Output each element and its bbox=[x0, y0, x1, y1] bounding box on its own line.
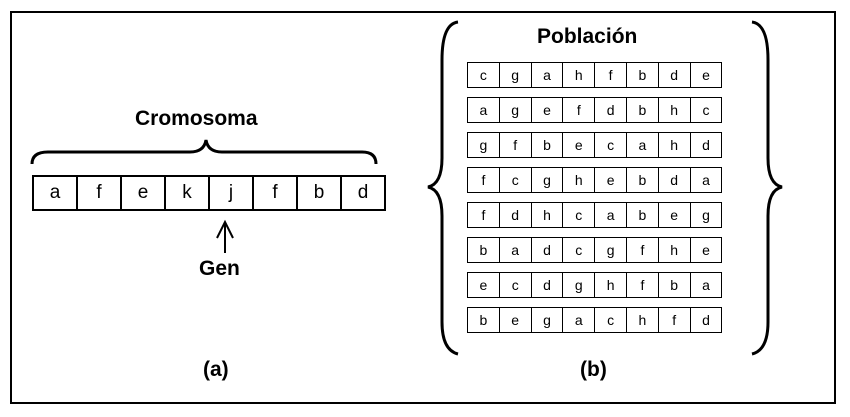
population-gene-cell: e bbox=[658, 202, 691, 228]
population-gene-cell: d bbox=[658, 167, 691, 193]
population-gene-cell: a bbox=[468, 97, 500, 123]
gene-label: Gen bbox=[199, 257, 240, 280]
population-gene-cell: a bbox=[690, 272, 723, 298]
population-gene-cell: e bbox=[468, 272, 500, 298]
gene-cell: b bbox=[298, 175, 342, 211]
population-gene-cell: c bbox=[595, 307, 627, 333]
population-gene-cell: h bbox=[658, 97, 691, 123]
gene-cell: f bbox=[78, 175, 122, 211]
population-gene-cell: e bbox=[690, 62, 723, 88]
population-gene-cell: b bbox=[468, 307, 500, 333]
gene-cell: k bbox=[166, 175, 210, 211]
population-gene-cell: h bbox=[658, 132, 691, 158]
population-gene-cell: e bbox=[499, 307, 532, 333]
chromosome: a f e k j f b d bbox=[32, 175, 386, 211]
population-gene-cell: h bbox=[563, 167, 596, 193]
population-gene-cell: b bbox=[531, 132, 564, 158]
population-gene-cell: e bbox=[690, 237, 723, 263]
figure-frame bbox=[10, 11, 836, 404]
population-title: Población bbox=[537, 25, 638, 48]
population-gene-cell: f bbox=[499, 132, 532, 158]
population-gene-cell: c bbox=[563, 237, 596, 263]
population-gene-cell: f bbox=[658, 307, 691, 333]
population-gene-cell: h bbox=[626, 307, 659, 333]
chromosome-title: Cromosoma bbox=[135, 107, 258, 130]
gene-cell: a bbox=[34, 175, 78, 211]
population-gene-cell: f bbox=[468, 167, 500, 193]
population-gene-cell: c bbox=[499, 167, 532, 193]
population-gene-cell: c bbox=[563, 202, 596, 228]
population-gene-cell: c bbox=[690, 97, 723, 123]
population-gene-cell: d bbox=[658, 62, 691, 88]
population-gene-cell: b bbox=[626, 202, 659, 228]
population-gene-cell: h bbox=[595, 272, 627, 298]
population-gene-cell: e bbox=[595, 167, 627, 193]
population-left-brace bbox=[427, 20, 459, 356]
population-gene-cell: h bbox=[563, 62, 596, 88]
population-gene-cell: h bbox=[531, 202, 564, 228]
population-gene-cell: g bbox=[531, 307, 564, 333]
population-gene-cell: g bbox=[595, 237, 627, 263]
gene-arrow-icon bbox=[216, 219, 234, 253]
gene-cell: e bbox=[122, 175, 166, 211]
population-gene-cell: b bbox=[658, 272, 691, 298]
population-gene-cell: g bbox=[468, 132, 500, 158]
population-gene-cell: a bbox=[690, 167, 723, 193]
population-gene-cell: c bbox=[499, 272, 532, 298]
population-gene-cell: b bbox=[468, 237, 500, 263]
population-gene-cell: f bbox=[595, 62, 627, 88]
population-gene-cell: e bbox=[563, 132, 596, 158]
population-gene-cell: g bbox=[563, 272, 596, 298]
population-gene-cell: g bbox=[499, 97, 532, 123]
caption-a: (a) bbox=[203, 358, 229, 381]
population-gene-cell: d bbox=[690, 307, 723, 333]
population-gene-cell: f bbox=[626, 237, 659, 263]
population-gene-cell: f bbox=[563, 97, 596, 123]
population-gene-cell: c bbox=[468, 62, 500, 88]
population-gene-cell: g bbox=[499, 62, 532, 88]
population-gene-cell: g bbox=[690, 202, 723, 228]
gene-cell: f bbox=[254, 175, 298, 211]
population-gene-cell: d bbox=[690, 132, 723, 158]
gene-cell: j bbox=[210, 175, 254, 211]
population-gene-cell: a bbox=[595, 202, 627, 228]
population-gene-cell: b bbox=[626, 97, 659, 123]
population-gene-cell: d bbox=[499, 202, 532, 228]
population-gene-cell: a bbox=[499, 237, 532, 263]
population-gene-cell: h bbox=[658, 237, 691, 263]
population-gene-cell: d bbox=[531, 272, 564, 298]
population-gene-cell: b bbox=[626, 62, 659, 88]
population-gene-cell: c bbox=[595, 132, 627, 158]
population-right-brace bbox=[751, 20, 783, 356]
population-gene-cell: b bbox=[626, 167, 659, 193]
caption-b: (b) bbox=[580, 358, 607, 381]
gene-cell: d bbox=[342, 175, 386, 211]
population-gene-cell: d bbox=[595, 97, 627, 123]
population-gene-cell: a bbox=[626, 132, 659, 158]
population-gene-cell: f bbox=[468, 202, 500, 228]
population-gene-cell: e bbox=[531, 97, 564, 123]
population-gene-cell: a bbox=[563, 307, 596, 333]
population-gene-cell: d bbox=[531, 237, 564, 263]
population-gene-cell: f bbox=[626, 272, 659, 298]
population-gene-cell: a bbox=[531, 62, 564, 88]
population-gene-cell: g bbox=[531, 167, 564, 193]
chromosome-brace bbox=[30, 139, 378, 165]
